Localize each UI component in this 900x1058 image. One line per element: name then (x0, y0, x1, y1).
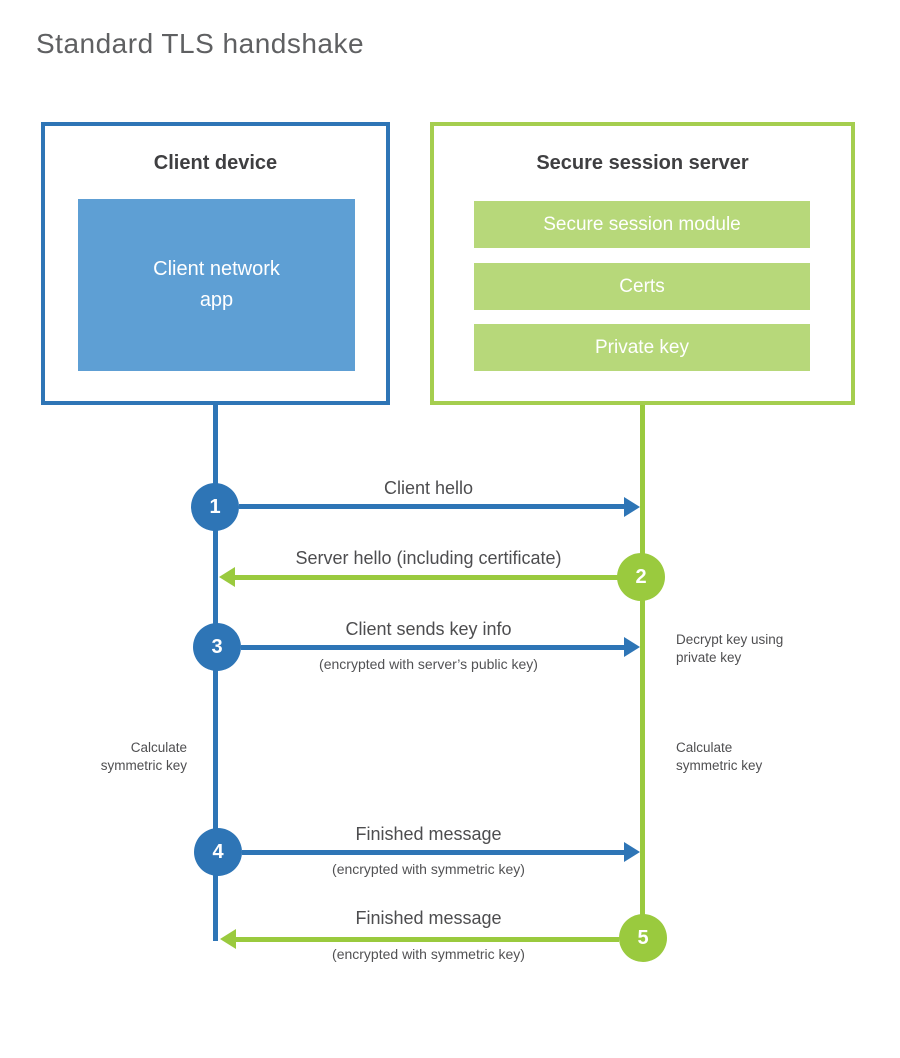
calculate-symmetric-key-note-server: Calculate symmetric key (676, 740, 763, 773)
calculate-symmetric-key-note-client: Calculate symmetric key (100, 740, 187, 773)
server-module-private-key: Private key (474, 324, 810, 371)
arrow-step3-shaft (241, 645, 626, 650)
server-lifeline (640, 405, 645, 938)
step5-sublabel: (encrypted with symmetric key) (332, 946, 525, 962)
arrow-step1-head-icon (624, 497, 640, 517)
arrow-step4-shaft (242, 850, 626, 855)
arrow-step1-shaft (239, 504, 626, 509)
server-title: Secure session server (536, 152, 749, 174)
server-module-secure-session: Secure session module (474, 201, 810, 248)
arrow-step3-head-icon (624, 637, 640, 657)
client-device-title: Client device (153, 152, 278, 174)
page-title: Standard TLS handshake (36, 28, 365, 59)
step4-label: Finished message (355, 824, 502, 844)
arrow-step5-head-icon (220, 929, 236, 949)
decrypt-key-note: Decrypt key using private key (676, 632, 784, 665)
step3-badge: 3 (193, 623, 241, 671)
arrow-step4-head-icon (624, 842, 640, 862)
client-lifeline (213, 405, 218, 941)
step1-label: Client hello (383, 478, 474, 498)
step5-label: Finished message (355, 908, 502, 928)
step3-sublabel: (encrypted with server’s public key) (319, 656, 538, 672)
step2-label: Server hello (including certificate) (295, 548, 562, 568)
arrow-step2-shaft (235, 575, 618, 580)
step3-label: Client sends key info (345, 619, 512, 639)
step2-badge: 2 (617, 553, 665, 601)
client-network-app-box: Client network app (78, 199, 355, 371)
server-module-certs: Certs (474, 263, 810, 310)
arrow-step5-shaft (236, 937, 619, 942)
step1-badge: 1 (191, 483, 239, 531)
step4-sublabel: (encrypted with symmetric key) (332, 861, 525, 877)
arrow-step2-head-icon (219, 567, 235, 587)
step5-badge: 5 (619, 914, 667, 962)
step4-badge: 4 (194, 828, 242, 876)
